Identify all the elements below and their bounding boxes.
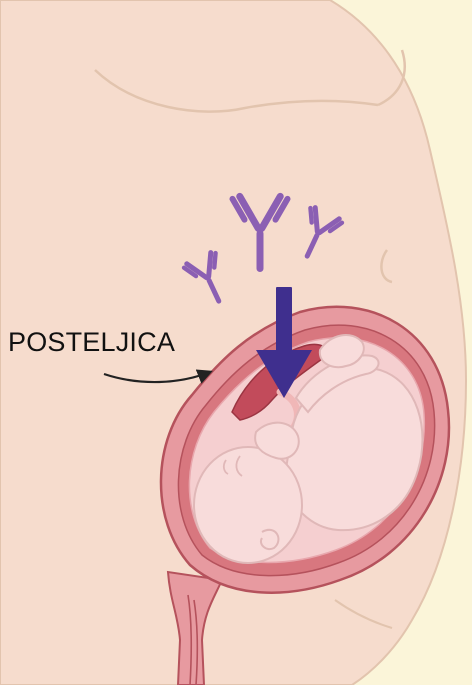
placenta-label: POSTELJICA xyxy=(8,327,175,358)
